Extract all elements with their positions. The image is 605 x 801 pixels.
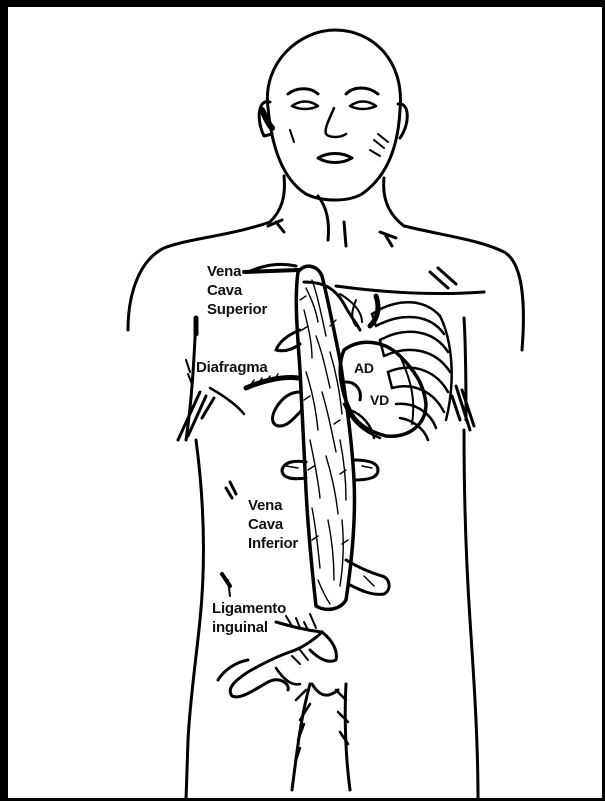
label-diafragma: Diafragma — [196, 358, 268, 377]
label-ligamento-inguinal: Ligamento inguinal — [212, 599, 286, 637]
torso-right — [464, 430, 478, 800]
head-outline — [267, 30, 400, 200]
hepatic-branch-right — [346, 382, 360, 400]
neck-right — [384, 178, 404, 226]
left-eye — [292, 102, 318, 110]
label-ligamento-inguinal-line2: inguinal — [212, 618, 286, 637]
nose — [326, 108, 346, 137]
mouth — [318, 154, 352, 163]
label-vena-cava-superior-line1: Vena — [207, 262, 267, 281]
label-diafragma-text: Diafragma — [196, 358, 268, 377]
label-ad: AD — [353, 359, 375, 378]
torso-left — [186, 440, 203, 800]
renal-branch-left — [282, 461, 306, 478]
hepatic-branch-left — [273, 392, 302, 426]
iliac-branch — [346, 560, 389, 594]
renal-branch-right — [354, 460, 378, 480]
label-vd: VD — [369, 391, 390, 410]
label-vena-cava-inferior-line3: Inferior — [248, 534, 298, 553]
left-eyebrow — [288, 89, 318, 94]
label-vena-cava-superior-line2: Cava — [207, 281, 267, 300]
right-eyebrow — [346, 88, 378, 94]
label-vd-text: VD — [370, 391, 389, 410]
label-ligamento-inguinal-line1: Ligamento — [212, 599, 286, 618]
vena-cava-texture — [300, 280, 348, 604]
neck-left — [270, 176, 284, 222]
diafragma-line — [246, 377, 298, 388]
right-clavicle — [336, 286, 484, 294]
label-vena-cava-superior: Vena Cava Superior — [207, 262, 267, 319]
label-vena-cava-inferior: Vena Cava Inferior — [248, 496, 298, 553]
vena-cava-vessel — [296, 266, 354, 609]
label-vena-cava-inferior-line1: Vena — [248, 496, 298, 515]
groin-left — [292, 684, 310, 790]
right-eye — [350, 102, 376, 110]
label-vena-cava-superior-line3: Superior — [207, 300, 267, 319]
label-ad-text: AD — [354, 359, 374, 378]
label-vena-cava-inferior-line2: Cava — [248, 515, 298, 534]
